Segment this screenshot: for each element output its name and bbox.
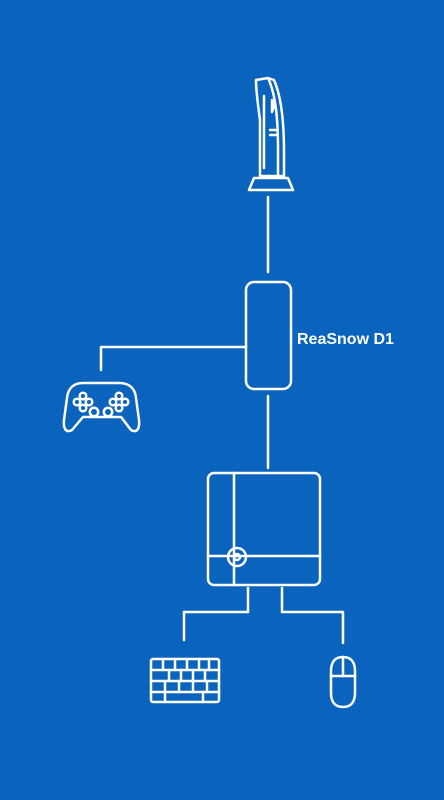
adapter-to-controller-line [99, 345, 248, 372]
keyboard-icon [149, 657, 221, 704]
gamepad-icon [62, 381, 141, 433]
device-label: ReaSnow D1 [297, 331, 394, 348]
mouse-icon [329, 655, 357, 709]
converter-to-mouse-line [280, 586, 345, 645]
game-console-icon [247, 76, 295, 192]
connection-lines [99, 195, 345, 645]
converter-box-icon [206, 471, 322, 587]
converter-to-keyboard-line [182, 586, 250, 642]
reasnow-d1-device-icon [244, 280, 293, 391]
